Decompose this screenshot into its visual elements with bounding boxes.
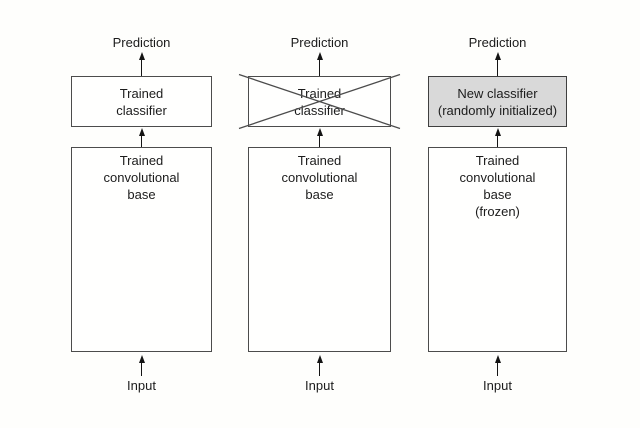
arrow-up-input-to-base-icon: [428, 355, 567, 376]
column-new-classifier-frozen-base: Prediction New classifier (randomly init…: [428, 0, 567, 428]
arrow-shaft: [140, 362, 143, 376]
arrow-head-icon: [138, 355, 145, 363]
arrow-up-base-to-classifier-icon: [71, 128, 212, 147]
input-label: Input: [305, 378, 334, 393]
arrow-head-icon: [494, 52, 501, 60]
arrow-shaft: [496, 362, 499, 376]
new-classifier-box-label: New classifier (randomly initialized): [437, 85, 558, 118]
arrow-shaft: [318, 362, 321, 376]
column-original-model: Prediction Trained classifier Trained co…: [71, 0, 212, 428]
arrow-head-icon: [138, 128, 145, 136]
arrow-up-to-prediction-icon: [428, 52, 567, 76]
trained-conv-base-box: Trained convolutional base: [71, 147, 212, 352]
trained-conv-base-box-label: Trained convolutional base: [103, 153, 180, 202]
arrow-up-to-prediction-icon: [248, 52, 391, 76]
arrow-shaft: [140, 59, 143, 76]
frozen-conv-base-box: Trained convolutional base (frozen): [428, 147, 567, 352]
discarded-classifier-box-label: Trained classifier: [294, 85, 345, 118]
arrow-head-icon: [316, 52, 323, 60]
new-classifier-box: New classifier (randomly initialized): [428, 76, 567, 127]
prediction-label: Prediction: [112, 35, 171, 50]
arrow-up-base-to-classifier-icon: [248, 128, 391, 147]
arrow-shaft: [318, 59, 321, 76]
column-discarded-classifier: Prediction Trained classifier Trained co…: [238, 0, 401, 428]
arrow-shaft: [496, 135, 499, 147]
arrow-head-icon: [138, 52, 145, 60]
arrow-up-input-to-base-icon: [71, 355, 212, 376]
prediction-label: Prediction: [468, 35, 527, 50]
trained-classifier-box: Trained classifier: [71, 76, 212, 127]
arrow-shaft: [140, 135, 143, 147]
input-label: Input: [483, 378, 512, 393]
arrow-shaft: [318, 135, 321, 147]
arrow-head-icon: [316, 128, 323, 136]
input-label: Input: [127, 378, 156, 393]
trained-conv-base-box: Trained convolutional base: [248, 147, 391, 352]
trained-classifier-box-label: Trained classifier: [116, 85, 167, 118]
arrow-head-icon: [316, 355, 323, 363]
discarded-classifier-box: Trained classifier: [248, 76, 391, 127]
arrow-shaft: [496, 59, 499, 76]
arrow-head-icon: [494, 128, 501, 136]
prediction-label: Prediction: [290, 35, 349, 50]
trained-conv-base-box-label: Trained convolutional base: [281, 153, 358, 202]
arrow-up-base-to-classifier-icon: [428, 128, 567, 147]
frozen-conv-base-box-label: Trained convolutional base (frozen): [459, 153, 536, 219]
arrow-up-to-prediction-icon: [71, 52, 212, 76]
arrow-head-icon: [494, 355, 501, 363]
arrow-up-input-to-base-icon: [248, 355, 391, 376]
